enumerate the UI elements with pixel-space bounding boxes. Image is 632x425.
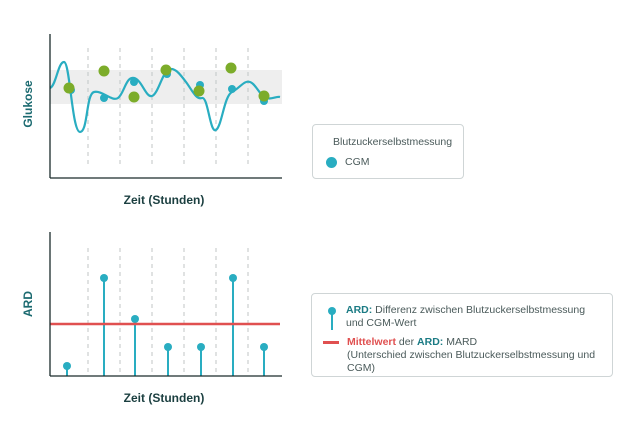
- top-axes: [49, 34, 282, 179]
- cgm-point: [228, 85, 236, 93]
- ard-head: [100, 274, 108, 282]
- ard-head: [131, 315, 139, 323]
- smbg-legend-label: Blutzuckerselbstmessung: [333, 136, 453, 148]
- bottom-xlabel: Zeit (Stunden): [124, 391, 205, 405]
- smbg-points: [63, 62, 270, 103]
- mean-mid: der: [396, 336, 418, 348]
- ard-term: ARD:: [346, 304, 373, 316]
- mard-legend-text: Mittelwert der ARD: MARD (Unterschied zw…: [347, 336, 602, 375]
- cgm-legend-icon: [326, 157, 337, 168]
- smbg-point: [225, 62, 237, 74]
- smbg-point: [98, 65, 110, 77]
- bottom-ylabel: ARD: [21, 291, 35, 317]
- cgm-point: [130, 78, 138, 86]
- ard-stem-icon: [328, 307, 336, 330]
- ard-legend-text: ARD: Differenz zwischen Blutzuckerselbst…: [346, 304, 585, 330]
- smbg-point: [258, 90, 270, 102]
- legend-bottom: ARD: Differenz zwischen Blutzuckerselbst…: [311, 293, 613, 377]
- ard-text-line2: und CGM-Wert: [346, 317, 417, 329]
- ard-head: [63, 362, 71, 370]
- ard-head: [229, 274, 237, 282]
- mean-mard: MARD: [443, 336, 478, 348]
- bottom-time-gridlines: [87, 248, 249, 375]
- bottom-axes: [49, 232, 282, 377]
- top-time-gridlines: [87, 48, 249, 165]
- ard-heads: [63, 274, 268, 370]
- top-ylabel: Glukose: [21, 80, 35, 128]
- mean-ard: ARD:: [417, 336, 444, 348]
- smbg-point: [128, 91, 140, 103]
- cgm-point: [100, 94, 108, 102]
- smbg-point: [193, 85, 205, 97]
- ard-head: [164, 343, 172, 351]
- ard-stems: [66, 278, 265, 376]
- cgm-legend-label: CGM: [345, 156, 370, 168]
- mean-term: Mittelwert: [347, 336, 397, 348]
- mard-line-icon: [323, 341, 339, 344]
- top-xlabel: Zeit (Stunden): [124, 193, 205, 207]
- ard-head: [260, 343, 268, 351]
- smbg-point: [63, 82, 75, 94]
- mean-sub: (Unterschied zwischen Blutzuckerselbstme…: [347, 349, 596, 374]
- ard-head: [197, 343, 205, 351]
- ard-text-line1: Differenz zwischen Blutzuckerselbstmessu…: [372, 304, 586, 316]
- smbg-point: [160, 64, 172, 76]
- legend-top: Blutzuckerselbstmessung CGM: [312, 124, 464, 179]
